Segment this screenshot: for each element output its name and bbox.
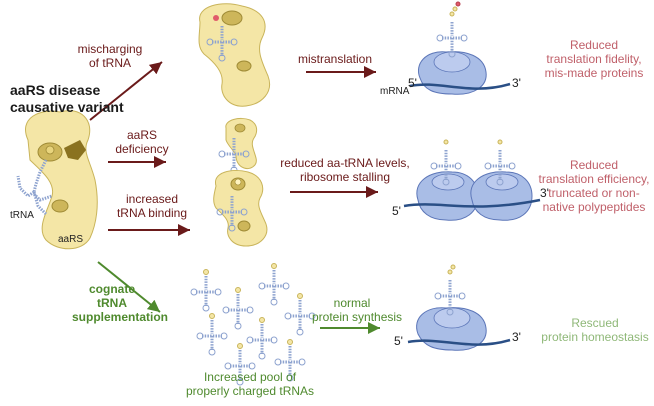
arrow-cognate: [97, 261, 161, 313]
label-increased-binding-line2: tRNA binding: [116, 206, 188, 220]
label-mischarging: mischarging of tRNA: [70, 42, 150, 70]
outcome-efficiency-line4: native polypeptides: [542, 200, 646, 214]
ribosome-top: [409, 1, 511, 95]
label-normal-synthesis: normal protein synthesis: [312, 296, 403, 324]
outcome-fidelity-line2: translation fidelity,: [546, 52, 642, 66]
label-mrna: mRNA: [380, 86, 410, 97]
label-reduced-levels-line2: ribosome stalling: [299, 170, 391, 184]
label-increased-pool: Increased pool of properly charged tRNAs: [180, 370, 320, 398]
label-5prime-bottom: 5': [394, 334, 403, 348]
label-reduced-levels: reduced aa-tRNA levels, ribosome stallin…: [270, 156, 420, 184]
outcome-fidelity: Reduced translation fidelity, mis-made p…: [538, 38, 650, 80]
label-3prime-bottom: 3': [512, 330, 521, 344]
label-cognate-line2: tRNA: [97, 296, 127, 310]
label-deficiency-line2: deficiency: [115, 142, 169, 156]
outcome-efficiency-line1: Reduced: [569, 158, 619, 172]
label-aars-variant-line2: causative variant: [10, 99, 124, 115]
label-mischarging-line1: mischarging: [77, 42, 143, 56]
outcome-efficiency: Reduced translation efficiency, truncate…: [536, 158, 652, 214]
label-aars-variant-line1: aaRS disease: [10, 82, 101, 98]
label-reduced-levels-line1: reduced aa-tRNA levels,: [280, 156, 410, 170]
label-5prime-top: 5': [408, 76, 417, 90]
label-deficiency-line1: aaRS: [126, 128, 158, 142]
label-cognate: cognate tRNA supplementation: [72, 282, 169, 324]
outcome-efficiency-line2: translation efficiency,: [538, 172, 650, 186]
label-increased-pool-line1: Increased pool of: [203, 370, 297, 384]
label-mischarging-line2: of tRNA: [88, 56, 131, 70]
label-cognate-line3: supplementation: [72, 310, 169, 324]
outcome-efficiency-line3: truncated or non-: [548, 186, 640, 200]
label-cognate-line1: cognate: [88, 282, 135, 296]
label-3prime-middle: 3': [540, 186, 549, 200]
label-3prime-top: 3': [512, 76, 521, 90]
deficiency-enzyme: [217, 117, 258, 175]
ribosome-middle: [403, 139, 541, 221]
label-aars-variant: aaRS disease causative variant: [10, 82, 124, 116]
outcome-rescued: Rescued protein homeostasis: [540, 316, 650, 344]
label-mistranslation: mistranslation: [298, 52, 373, 66]
outcome-rescued-line1: Rescued: [571, 316, 619, 330]
mischarging-enzyme: [198, 3, 270, 107]
trna-pool: [189, 263, 317, 387]
outcome-fidelity-line1: Reduced: [569, 38, 619, 52]
increased-binding-enzyme: [213, 170, 268, 247]
outcome-fidelity-line3: mis-made proteins: [544, 66, 644, 80]
label-increased-binding-line1: increased: [125, 192, 179, 206]
ribosome-bottom: [407, 264, 511, 351]
label-normal-synthesis-line1: normal: [333, 296, 371, 310]
outcome-rescued-line2: protein homeostasis: [541, 330, 649, 344]
label-increased-pool-line2: properly charged tRNAs: [185, 384, 315, 398]
label-normal-synthesis-line2: protein synthesis: [312, 310, 403, 324]
label-deficiency: aaRS deficiency: [112, 128, 172, 156]
arrow-mischarging: [89, 61, 163, 121]
label-aars: aaRS: [58, 234, 84, 245]
label-trna: tRNA: [10, 210, 34, 221]
label-5prime-middle: 5': [392, 204, 401, 218]
label-increased-binding: increased tRNA binding: [110, 192, 194, 220]
main-aars-enzyme: [16, 110, 98, 250]
